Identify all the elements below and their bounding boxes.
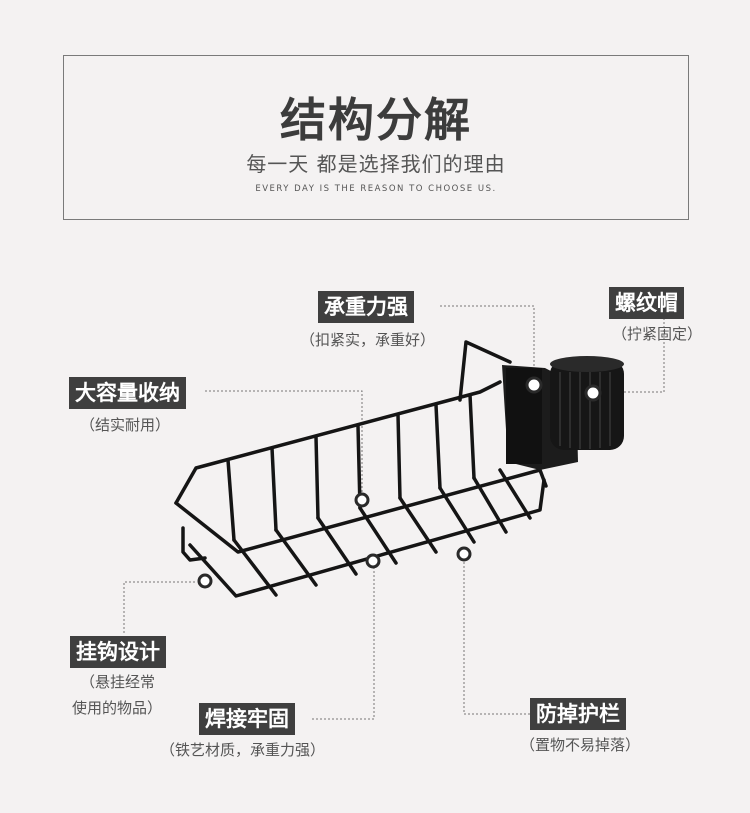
thread-cap [550, 356, 624, 450]
english-slogan: EVERY DAY IS THE REASON TO CHOOSE US. [255, 184, 497, 194]
feature-note-thread-cap: （拧紧固定） [612, 325, 703, 343]
feature-note-hook-line1: （悬挂经常 [80, 673, 156, 691]
feature-tag-capacity: 大容量收纳 [69, 377, 186, 409]
feature-note-hook-line2: 使用的物品） [72, 699, 163, 717]
feature-note-load-bearing: （扣紧实，承重好） [300, 331, 436, 349]
feature-tag-welding: 焊接牢固 [199, 703, 295, 735]
feature-tag-hook: 挂钩设计 [70, 636, 166, 668]
feature-tag-thread-cap: 螺纹帽 [609, 287, 684, 319]
marker-dots [197, 376, 602, 589]
feature-tag-load-bearing: 承重力强 [318, 291, 414, 323]
feature-note-welding: （铁艺材质，承重力强） [160, 741, 326, 759]
rack-frame [174, 340, 548, 598]
feature-tag-guardrail: 防掉护栏 [530, 698, 626, 730]
feature-note-guardrail: （置物不易掉落） [520, 736, 641, 754]
feature-note-capacity: （结实耐用） [80, 416, 171, 434]
page-title: 结构分解 [280, 93, 472, 147]
header-frame: 结构分解 每一天 都是选择我们的理由 EVERY DAY IS THE REAS… [63, 55, 689, 220]
page-subtitle: 每一天 都是选择我们的理由 [246, 152, 506, 176]
